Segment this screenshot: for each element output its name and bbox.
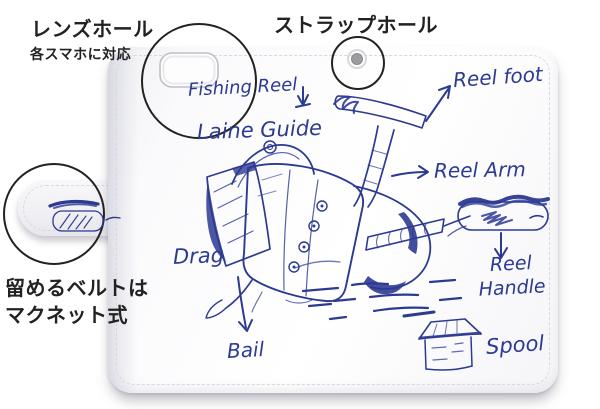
lens-hole-sublabel: 各スマホに対応 (30, 46, 132, 62)
sketch-label-drag: Drag (172, 243, 225, 269)
belt-note-line1: 留めるベルトは (5, 278, 149, 300)
sketch-label-bail: Bail (226, 337, 265, 363)
sketch-label-reel-arm: Reel Arm (433, 157, 527, 183)
sketch-label-spool: Spool (485, 330, 545, 360)
strap-hole-label: ストラップホール (274, 15, 438, 37)
belt-note-line2: マクネット式 (5, 305, 128, 327)
sketch-label-reel-handle: Reel Handle (478, 251, 547, 301)
lens-hole-label: レンズホール (31, 19, 154, 41)
sketch-label-line-guide: Laine Guide (196, 115, 323, 145)
